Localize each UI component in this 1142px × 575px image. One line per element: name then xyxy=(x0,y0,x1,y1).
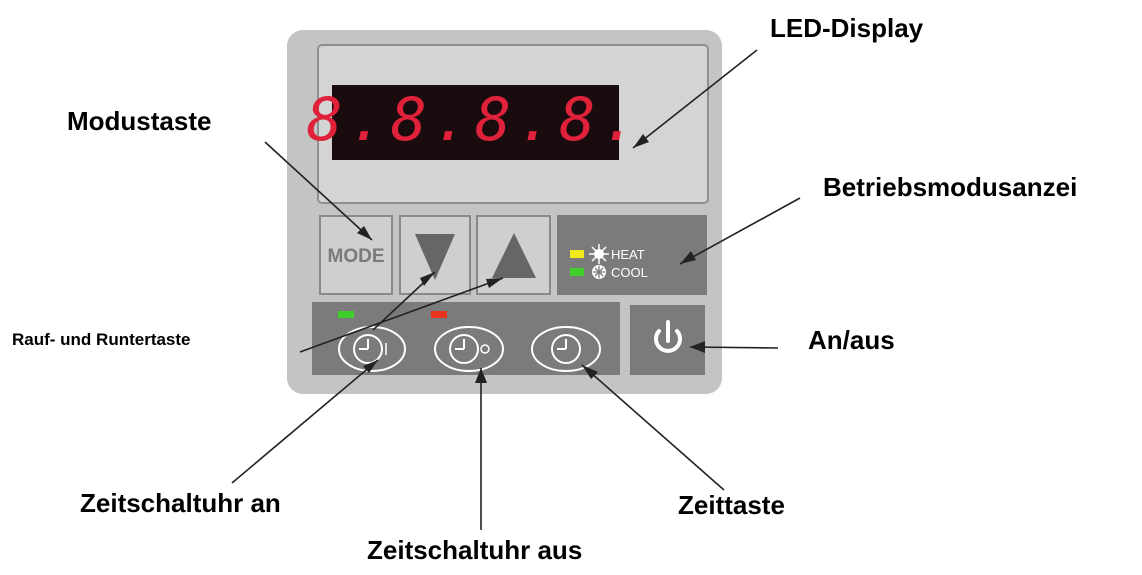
cool-indicator-led xyxy=(570,268,584,276)
clock-icon xyxy=(353,334,387,364)
leader-mode-key xyxy=(264,141,373,241)
timer-on-button[interactable] xyxy=(338,326,406,372)
timer-off-button[interactable] xyxy=(434,326,504,372)
leader-time-key xyxy=(581,364,725,491)
leader-operating-mode xyxy=(679,197,801,265)
arrowhead xyxy=(486,278,503,288)
label-mode-key: Modustaste xyxy=(67,106,212,136)
mode-button[interactable] xyxy=(319,215,393,295)
cool-label: COOL xyxy=(611,265,648,280)
heat-label: HEAT xyxy=(611,247,645,262)
label-time-key: Zeittaste xyxy=(678,490,785,520)
arrowhead xyxy=(475,368,487,383)
up-arrow-icon xyxy=(492,233,536,278)
mode-button-label: MODE xyxy=(328,246,385,267)
leader-timer-on xyxy=(231,359,379,484)
label-operating-mode-indicator: Betriebsmodusanzei xyxy=(823,172,1078,202)
arrowhead xyxy=(680,251,696,264)
timer-on-led xyxy=(338,311,354,318)
leader-led-display xyxy=(632,49,758,149)
label-timer-off: Zeitschaltuhr aus xyxy=(367,535,583,565)
time-button[interactable] xyxy=(531,326,601,372)
heat-indicator-led xyxy=(570,250,584,258)
leader-up-key xyxy=(299,277,504,353)
arrowhead xyxy=(582,365,598,379)
led-display-screen xyxy=(332,85,619,160)
clock-icon xyxy=(551,334,581,364)
arrowhead xyxy=(633,134,649,148)
arrowhead xyxy=(690,341,705,353)
label-timer-on: Zeitschaltuhr an xyxy=(80,488,281,518)
snowflake-icon xyxy=(592,265,606,279)
arrowhead xyxy=(363,360,378,373)
label-led-display: LED-Display xyxy=(770,13,924,43)
arrowhead xyxy=(420,272,435,286)
clock-icon xyxy=(449,334,490,364)
sun-icon xyxy=(589,244,609,264)
arrowhead xyxy=(357,226,372,240)
power-icon xyxy=(654,320,682,353)
led-display-digits: 8.8.8.8. xyxy=(307,85,644,155)
label-on-off: An/aus xyxy=(808,325,895,355)
timer-off-led xyxy=(431,311,447,318)
label-up-down-keys: Rauf- und Runtertaste xyxy=(12,330,191,349)
down-arrow-icon xyxy=(415,234,455,280)
